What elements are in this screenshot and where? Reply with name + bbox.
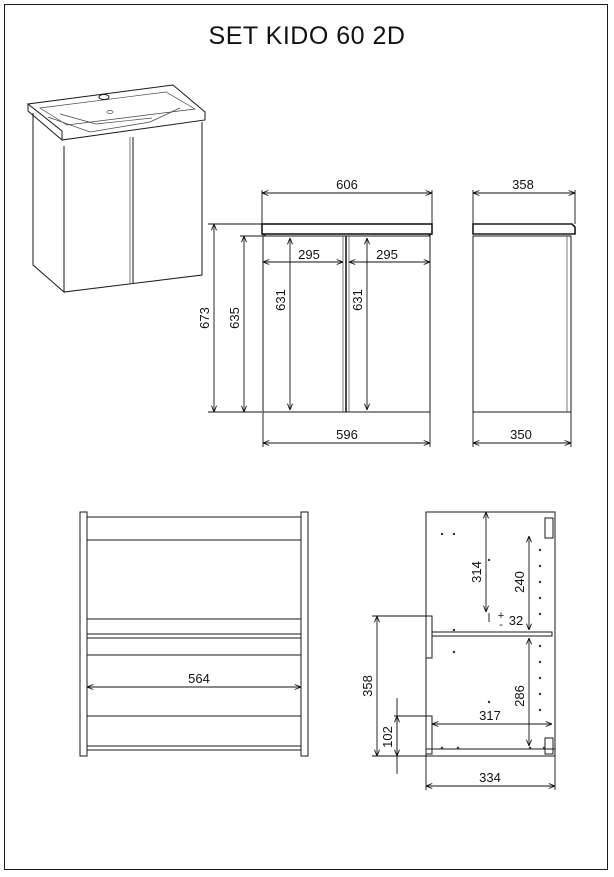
dim-side-body-depth: 350 <box>510 427 532 442</box>
side-dimensions: 358 350 <box>472 177 576 447</box>
dim-section-depth: 334 <box>479 770 501 785</box>
dim-section-shelf-depth: 317 <box>479 708 501 723</box>
dim-section-upper: 314 <box>469 561 484 583</box>
front-view <box>261 223 433 413</box>
dim-section-upper-right: 240 <box>512 571 527 593</box>
front-section-view: 564 <box>79 511 309 757</box>
dim-section-bottom: 102 <box>380 726 395 748</box>
dim-section-adjust: 32 <box>509 613 523 628</box>
dim-inner-width: 564 <box>188 671 210 686</box>
dim-front-body-width: 596 <box>336 427 358 442</box>
dim-front-door-left: 295 <box>298 247 320 262</box>
side-section-dimensions: 314 240 + - 32 358 286 317 102 334 <box>360 512 556 790</box>
dim-section-adjust-plus: + <box>498 610 504 622</box>
dim-section-adjust-minus: - <box>499 619 503 631</box>
dim-section-lower-right: 286 <box>512 685 527 707</box>
dim-front-door-height-left: 631 <box>273 289 288 311</box>
dim-front-total-width: 606 <box>336 177 358 192</box>
dim-front-body-height: 635 <box>227 307 242 329</box>
drawing-title: SET KIDO 60 2D <box>208 22 406 50</box>
dim-front-door-height-right: 631 <box>350 289 365 311</box>
side-view <box>472 223 576 413</box>
dim-section-lower-total: 358 <box>360 675 375 697</box>
front-dimensions: 606 295 295 673 635 631 631 596 <box>197 177 433 447</box>
isometric-view <box>26 84 206 294</box>
dim-front-door-right: 295 <box>376 247 398 262</box>
dim-side-top-depth: 358 <box>512 177 534 192</box>
dim-front-total-height: 673 <box>197 307 212 329</box>
